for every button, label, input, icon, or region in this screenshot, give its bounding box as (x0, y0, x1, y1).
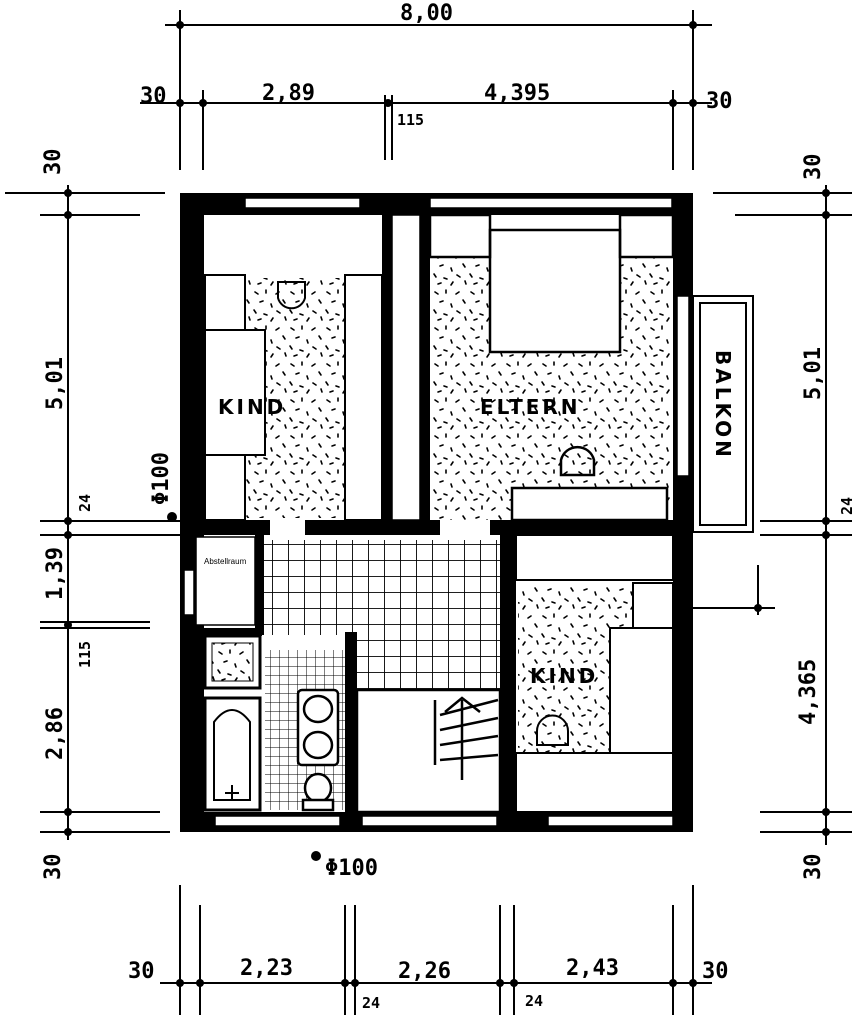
dim-left-span-2: 1,39 (43, 547, 68, 600)
dim-top-span-2: 4,395 (484, 81, 550, 106)
double-washbasin (296, 688, 340, 767)
dim-right-bottom-wall: 30 (801, 854, 826, 881)
room-label-balkon: BALKON (711, 350, 735, 460)
balcony-door (676, 295, 690, 477)
room-label-kind-1: KIND (218, 395, 286, 419)
top-dimension-ticks (176, 21, 697, 107)
pipe-label-left: Φ100 (149, 452, 174, 505)
balcony (692, 295, 754, 533)
dim-left-bottom-wall: 30 (41, 854, 66, 881)
dim-bottom-inner-wall-2: 24 (525, 992, 543, 1010)
dim-right-span-2: 4,365 (796, 659, 821, 725)
window-kind-1 (244, 197, 361, 209)
hall-tiles-upper (262, 540, 500, 635)
right-dimension-ticks (754, 189, 830, 836)
dim-right-span-1: 5,01 (801, 347, 826, 400)
dim-bottom-span-1: 2,23 (240, 956, 293, 981)
bottom-dimension-ticks (176, 979, 697, 987)
inner-walls (180, 215, 673, 812)
dim-bottom-inner-wall-1: 24 (362, 994, 380, 1012)
eltern-furniture (428, 213, 675, 522)
room-label-abstellraum: Abstellraum (204, 557, 247, 566)
dim-bottom-right-wall: 30 (702, 959, 729, 984)
dim-right-top-wall: 30 (801, 154, 826, 181)
dim-bottom-span-3: 2,43 (566, 956, 619, 981)
shower-tray (203, 634, 262, 690)
dim-left-inner-wall-2: 115 (76, 641, 94, 668)
dim-top-inner-wall: 115 (397, 111, 424, 129)
room-label-kind-2: KIND (530, 664, 598, 688)
abstellraum-room (195, 536, 256, 626)
staircase (355, 688, 502, 814)
bottom-dimension-lines (160, 885, 712, 1015)
top-dimension-lines (140, 10, 712, 170)
dim-top-total: 8,00 (400, 1, 453, 26)
dim-left-span-3: 2,86 (43, 707, 68, 760)
left-dimension-ticks (64, 189, 72, 836)
dim-bottom-left-wall: 30 (128, 959, 155, 984)
dim-top-span-1: 2,89 (262, 81, 315, 106)
dim-left-inner-wall-1: 24 (76, 494, 94, 512)
room-label-eltern: ELTERN (480, 395, 581, 419)
pipe-markers (167, 512, 321, 861)
dim-left-top-wall: 30 (41, 149, 66, 176)
bathtub (203, 696, 262, 812)
dim-right-inner-wall: 24 (838, 497, 856, 515)
dim-top-right-wall: 30 (706, 89, 733, 114)
window-abstellraum (183, 569, 195, 616)
dim-left-span-1: 5,01 (43, 357, 68, 410)
window-bath (214, 815, 341, 827)
pipe-label-bottom: Φ100 (325, 856, 378, 881)
hall-tiles-lower (355, 630, 500, 690)
left-dimension-lines (5, 185, 180, 840)
chimney-shaft (391, 214, 421, 521)
toilet (301, 772, 335, 812)
dim-top-left-wall: 30 (140, 84, 167, 109)
window-stair (361, 815, 498, 827)
window-eltern (429, 197, 673, 209)
window-kind-2 (547, 815, 674, 827)
kind-1-furniture (204, 274, 383, 521)
kind-2-furniture (515, 534, 674, 813)
dim-bottom-span-2: 2,26 (398, 959, 451, 984)
right-dimension-lines (693, 185, 852, 845)
